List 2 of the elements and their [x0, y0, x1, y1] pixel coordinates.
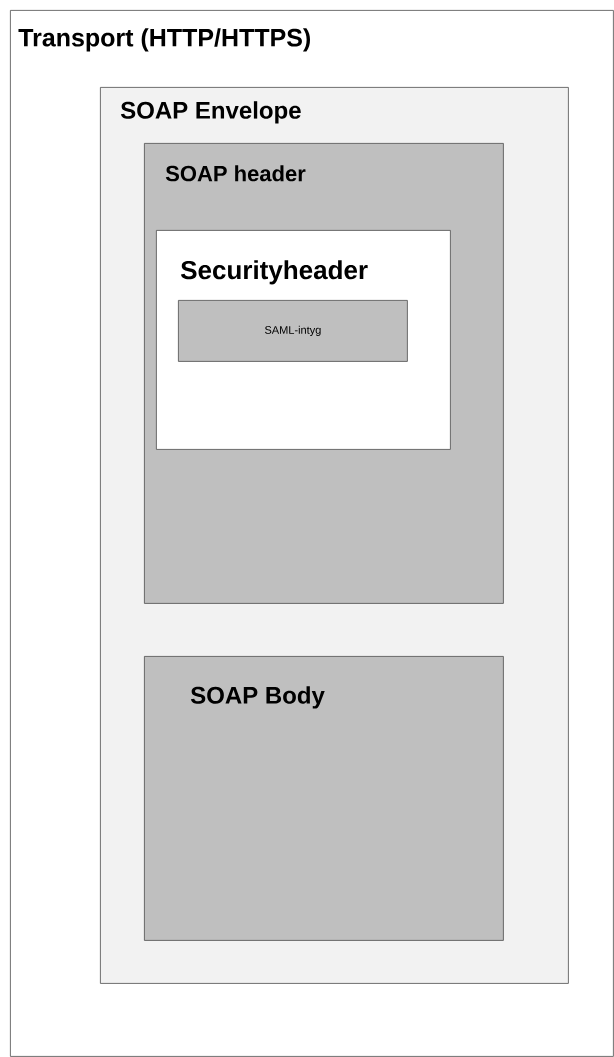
container-box: SOAP Body [144, 656, 504, 941]
container-box: SAML-intyg [178, 300, 408, 362]
